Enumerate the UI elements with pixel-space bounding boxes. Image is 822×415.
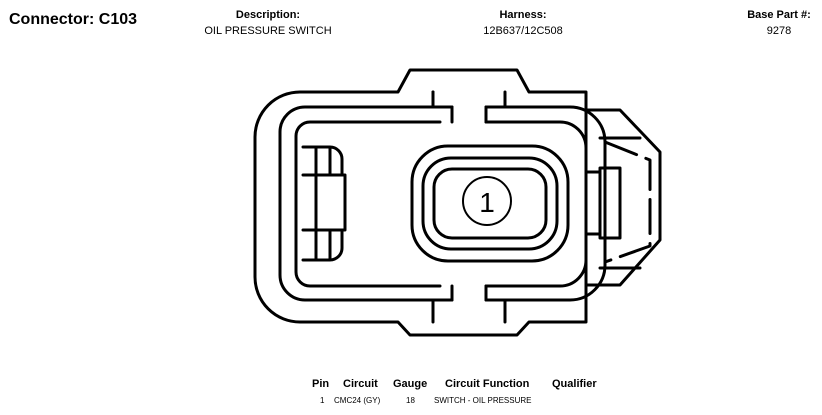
pin-table-header-function: Circuit Function [445,378,530,390]
base-part-value: 9278 [766,25,792,37]
pin-cavity-outer [410,144,570,263]
top-keyway [431,90,507,124]
table-row-circuit: CMC24 (GY) [334,396,381,405]
harness-value: 12B637/12C508 [483,25,563,37]
table-row-gauge: 18 [406,396,415,405]
description-value: OIL PRESSURE SWITCH [204,25,332,37]
connector-title: Connector: C103 [9,11,138,28]
bottom-keyway [431,284,507,324]
harness-label: Harness: [499,9,547,21]
description-block: Description: OIL PRESSURE SWITCH [168,7,368,39]
pin-cavity-inner [432,167,548,240]
table-row-pin: 1 [320,396,325,405]
left-latch [301,145,347,262]
base-part-label: Base Part #: [747,9,811,21]
table-row-function: SWITCH - OIL PRESSURE [434,396,532,405]
connector-inner-shell-2 [294,120,588,288]
pin-table-header-qualifier: Qualifier [552,378,597,390]
pin-table-header-circuit: Circuit [343,378,378,390]
right-flange [584,108,662,287]
right-flange-inner [603,140,652,264]
right-latch [584,166,622,240]
pin-cavity-middle [421,156,559,251]
pin-1-label: 1 [479,187,495,218]
description-label: Description: [235,9,301,21]
pin-table-header-gauge: Gauge [393,378,428,390]
pin-1-circle [462,176,512,226]
pin-table-header-pin: Pin [312,378,330,390]
harness-block: Harness: 12B637/12C508 [443,7,603,39]
base-part-block: Base Part #: 9278 [734,7,822,39]
connector-housing-outline [253,68,588,337]
